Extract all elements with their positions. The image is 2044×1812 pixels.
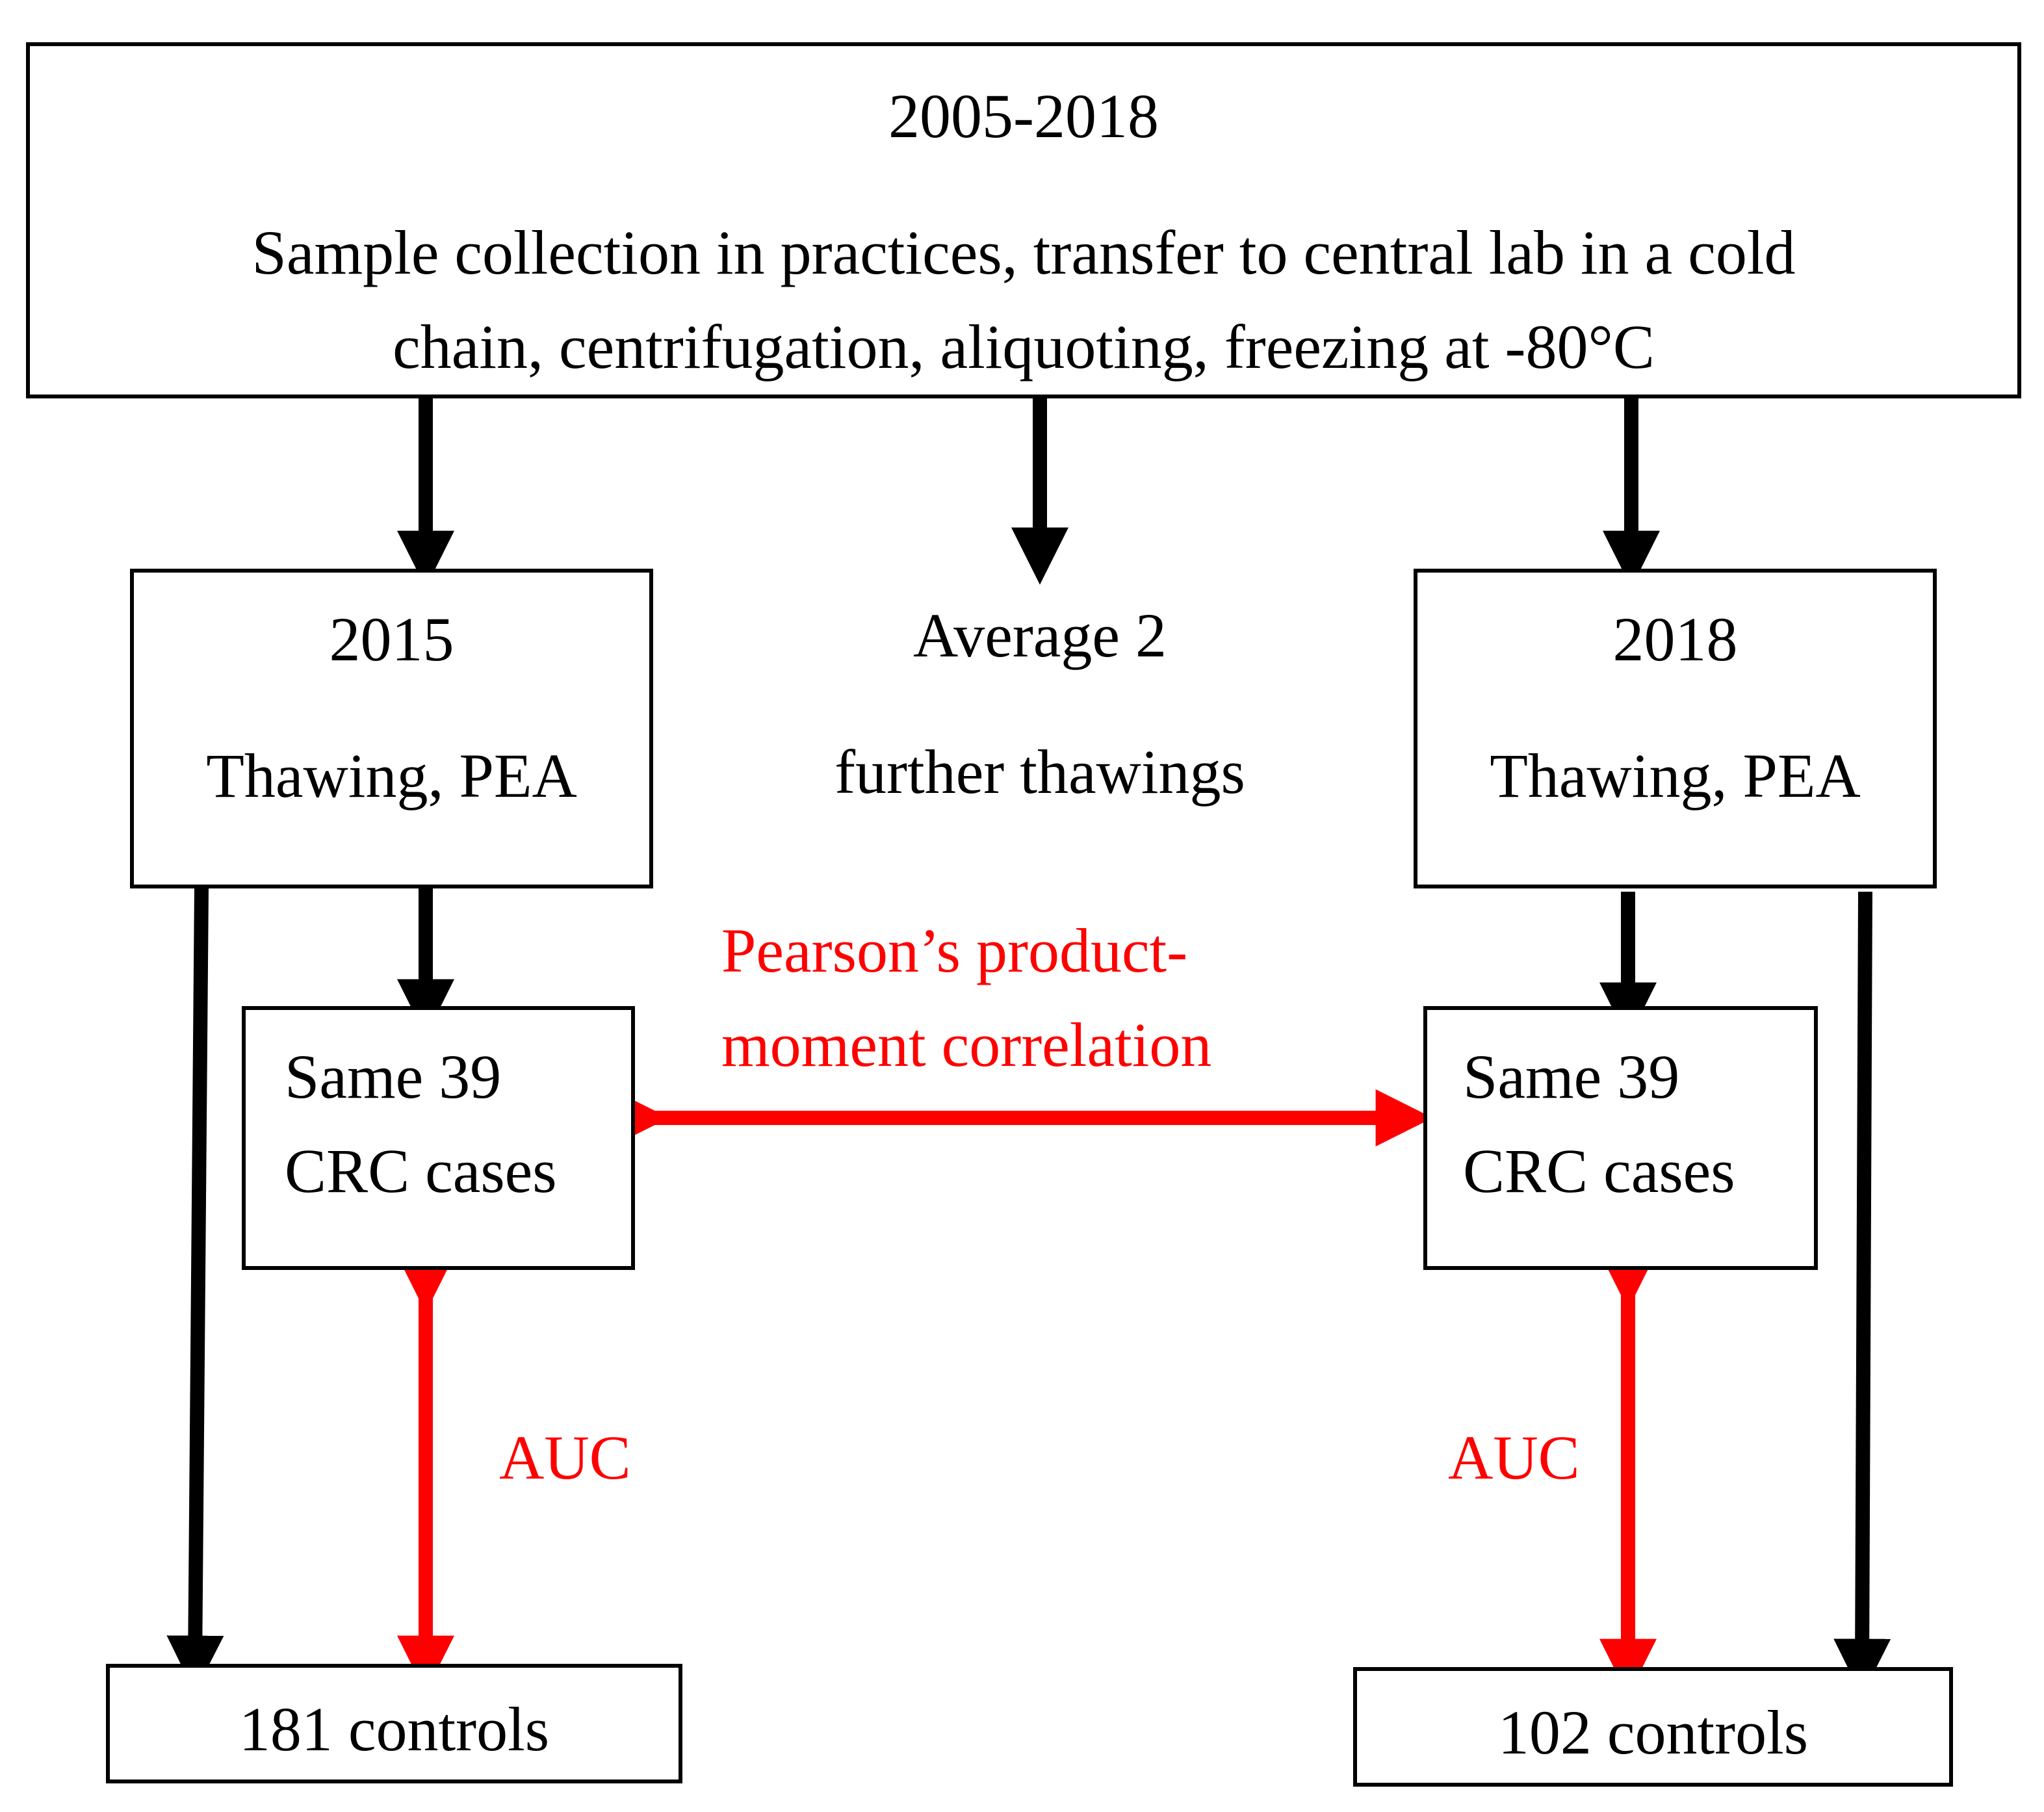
pearson-correlation-line-2: moment correlation: [721, 1010, 1212, 1080]
period-years: 2005-2018: [888, 81, 1159, 151]
same-39-left: Same 39: [285, 1042, 502, 1111]
arrow-2018-to-102-controls: [1833, 891, 1891, 1696]
controls-102-box: 102 controls: [1353, 1667, 1953, 1787]
collection-text-line-1: Sample collection in practices, transfer…: [252, 218, 1796, 287]
crc-cases-2018-box: Same 39 CRC cases: [1423, 1006, 1818, 1270]
thawing-pea-2018: Thawing, PEA: [1490, 741, 1861, 810]
crc-cases-right: CRC cases: [1463, 1136, 1735, 1206]
sample-collection-box: 2005-2018 Sample collection in practices…: [26, 42, 2021, 398]
auc-left-label: AUC: [499, 1423, 631, 1492]
controls-181-box: 181 controls: [106, 1664, 682, 1783]
thawing-pea-2015: Thawing, PEA: [206, 741, 577, 810]
thawing-2015-box: 2015 Thawing, PEA: [130, 569, 653, 888]
collection-text-line-2: chain, centrifugation, aliquoting, freez…: [393, 312, 1655, 382]
controls-181-label: 181 controls: [239, 1694, 550, 1764]
thawing-2018-box: 2018 Thawing, PEA: [1414, 569, 1937, 888]
auc-right-label: AUC: [1448, 1423, 1580, 1492]
pearson-correlation-line-1: Pearson’s product-: [721, 916, 1188, 985]
controls-102-label: 102 controls: [1497, 1698, 1809, 1767]
year-2018: 2018: [1612, 604, 1738, 674]
average-thawings-line-2: further thawings: [834, 737, 1245, 807]
crc-cases-left: CRC cases: [285, 1136, 557, 1206]
crc-cases-2015-box: Same 39 CRC cases: [242, 1006, 635, 1270]
year-2015: 2015: [329, 604, 454, 674]
same-39-right: Same 39: [1463, 1042, 1680, 1111]
arrow-2015-to-181-controls: [166, 887, 224, 1693]
average-thawings-line-1: Average 2: [913, 601, 1167, 670]
